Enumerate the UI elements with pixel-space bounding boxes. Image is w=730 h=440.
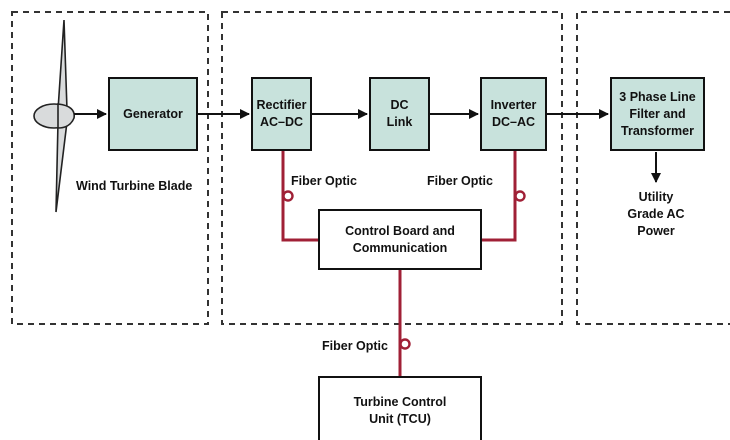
inverter-block: Inverter DC–AC <box>480 77 547 151</box>
generator-block: Generator <box>108 77 198 151</box>
tcu-block: Turbine Control Unit (TCU) <box>318 376 482 440</box>
filter-transformer-block: 3 Phase Line Filter and Transformer <box>610 77 705 151</box>
fiber-optic-label-bottom: Fiber Optic <box>322 339 388 353</box>
fiber-connector-icon <box>282 190 294 202</box>
dc-link-block: DC Link <box>369 77 430 151</box>
rectifier-block: Rectifier AC–DC <box>251 77 312 151</box>
fiber-connector-icon <box>399 338 411 350</box>
fiber-connector-icon <box>514 190 526 202</box>
fiber-optic-label-right: Fiber Optic <box>427 174 493 188</box>
wind-turbine-blade-icon <box>33 19 75 213</box>
zone-converter <box>221 11 563 325</box>
control-board-block: Control Board and Communication <box>318 209 482 270</box>
fiber-link-rectifier <box>281 151 319 242</box>
zone-grid <box>576 11 730 325</box>
blade-label: Wind Turbine Blade <box>76 179 193 193</box>
fiber-link-inverter <box>481 151 517 242</box>
fiber-optic-label-left: Fiber Optic <box>291 174 357 188</box>
zone-turbine <box>11 11 209 325</box>
utility-power-label: Utility Grade AC Power <box>627 190 685 238</box>
